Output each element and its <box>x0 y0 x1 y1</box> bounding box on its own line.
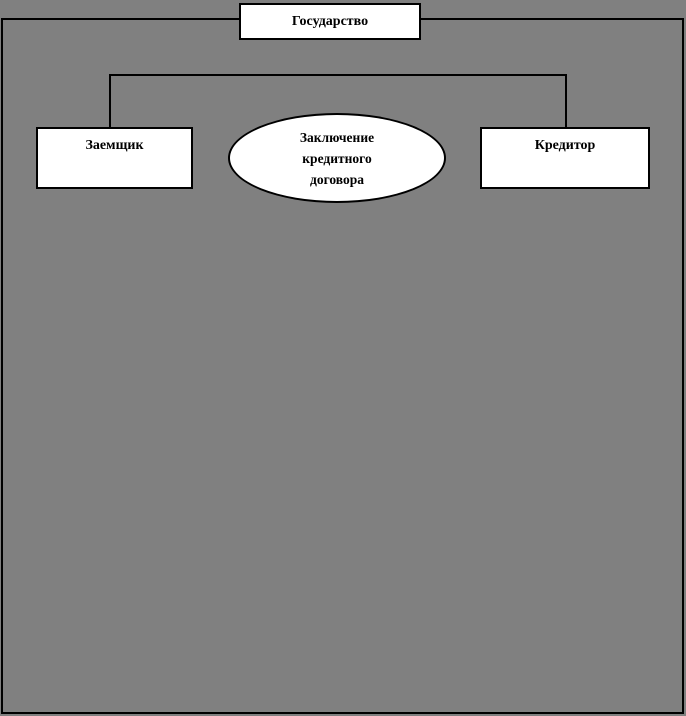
creditor-box: Кредитор <box>480 127 650 189</box>
connector-line-right-vertical <box>565 74 567 128</box>
connector-line-horizontal <box>109 74 567 76</box>
borrower-box-label: Заемщик <box>85 138 144 153</box>
state-box-label: Государство <box>291 13 369 29</box>
contract-ellipse-line-1: Заключение <box>299 129 375 145</box>
connector-line-left-vertical <box>109 74 111 128</box>
creditor-box-label: Кредитор <box>534 138 596 153</box>
borrower-box: Заемщик <box>36 127 193 189</box>
contract-ellipse: Заключение кредитного договора <box>228 113 446 203</box>
state-box: Государство <box>239 3 421 40</box>
contract-ellipse-line-3: договора <box>310 171 364 187</box>
contract-ellipse-line-2: кредитного <box>302 150 372 166</box>
